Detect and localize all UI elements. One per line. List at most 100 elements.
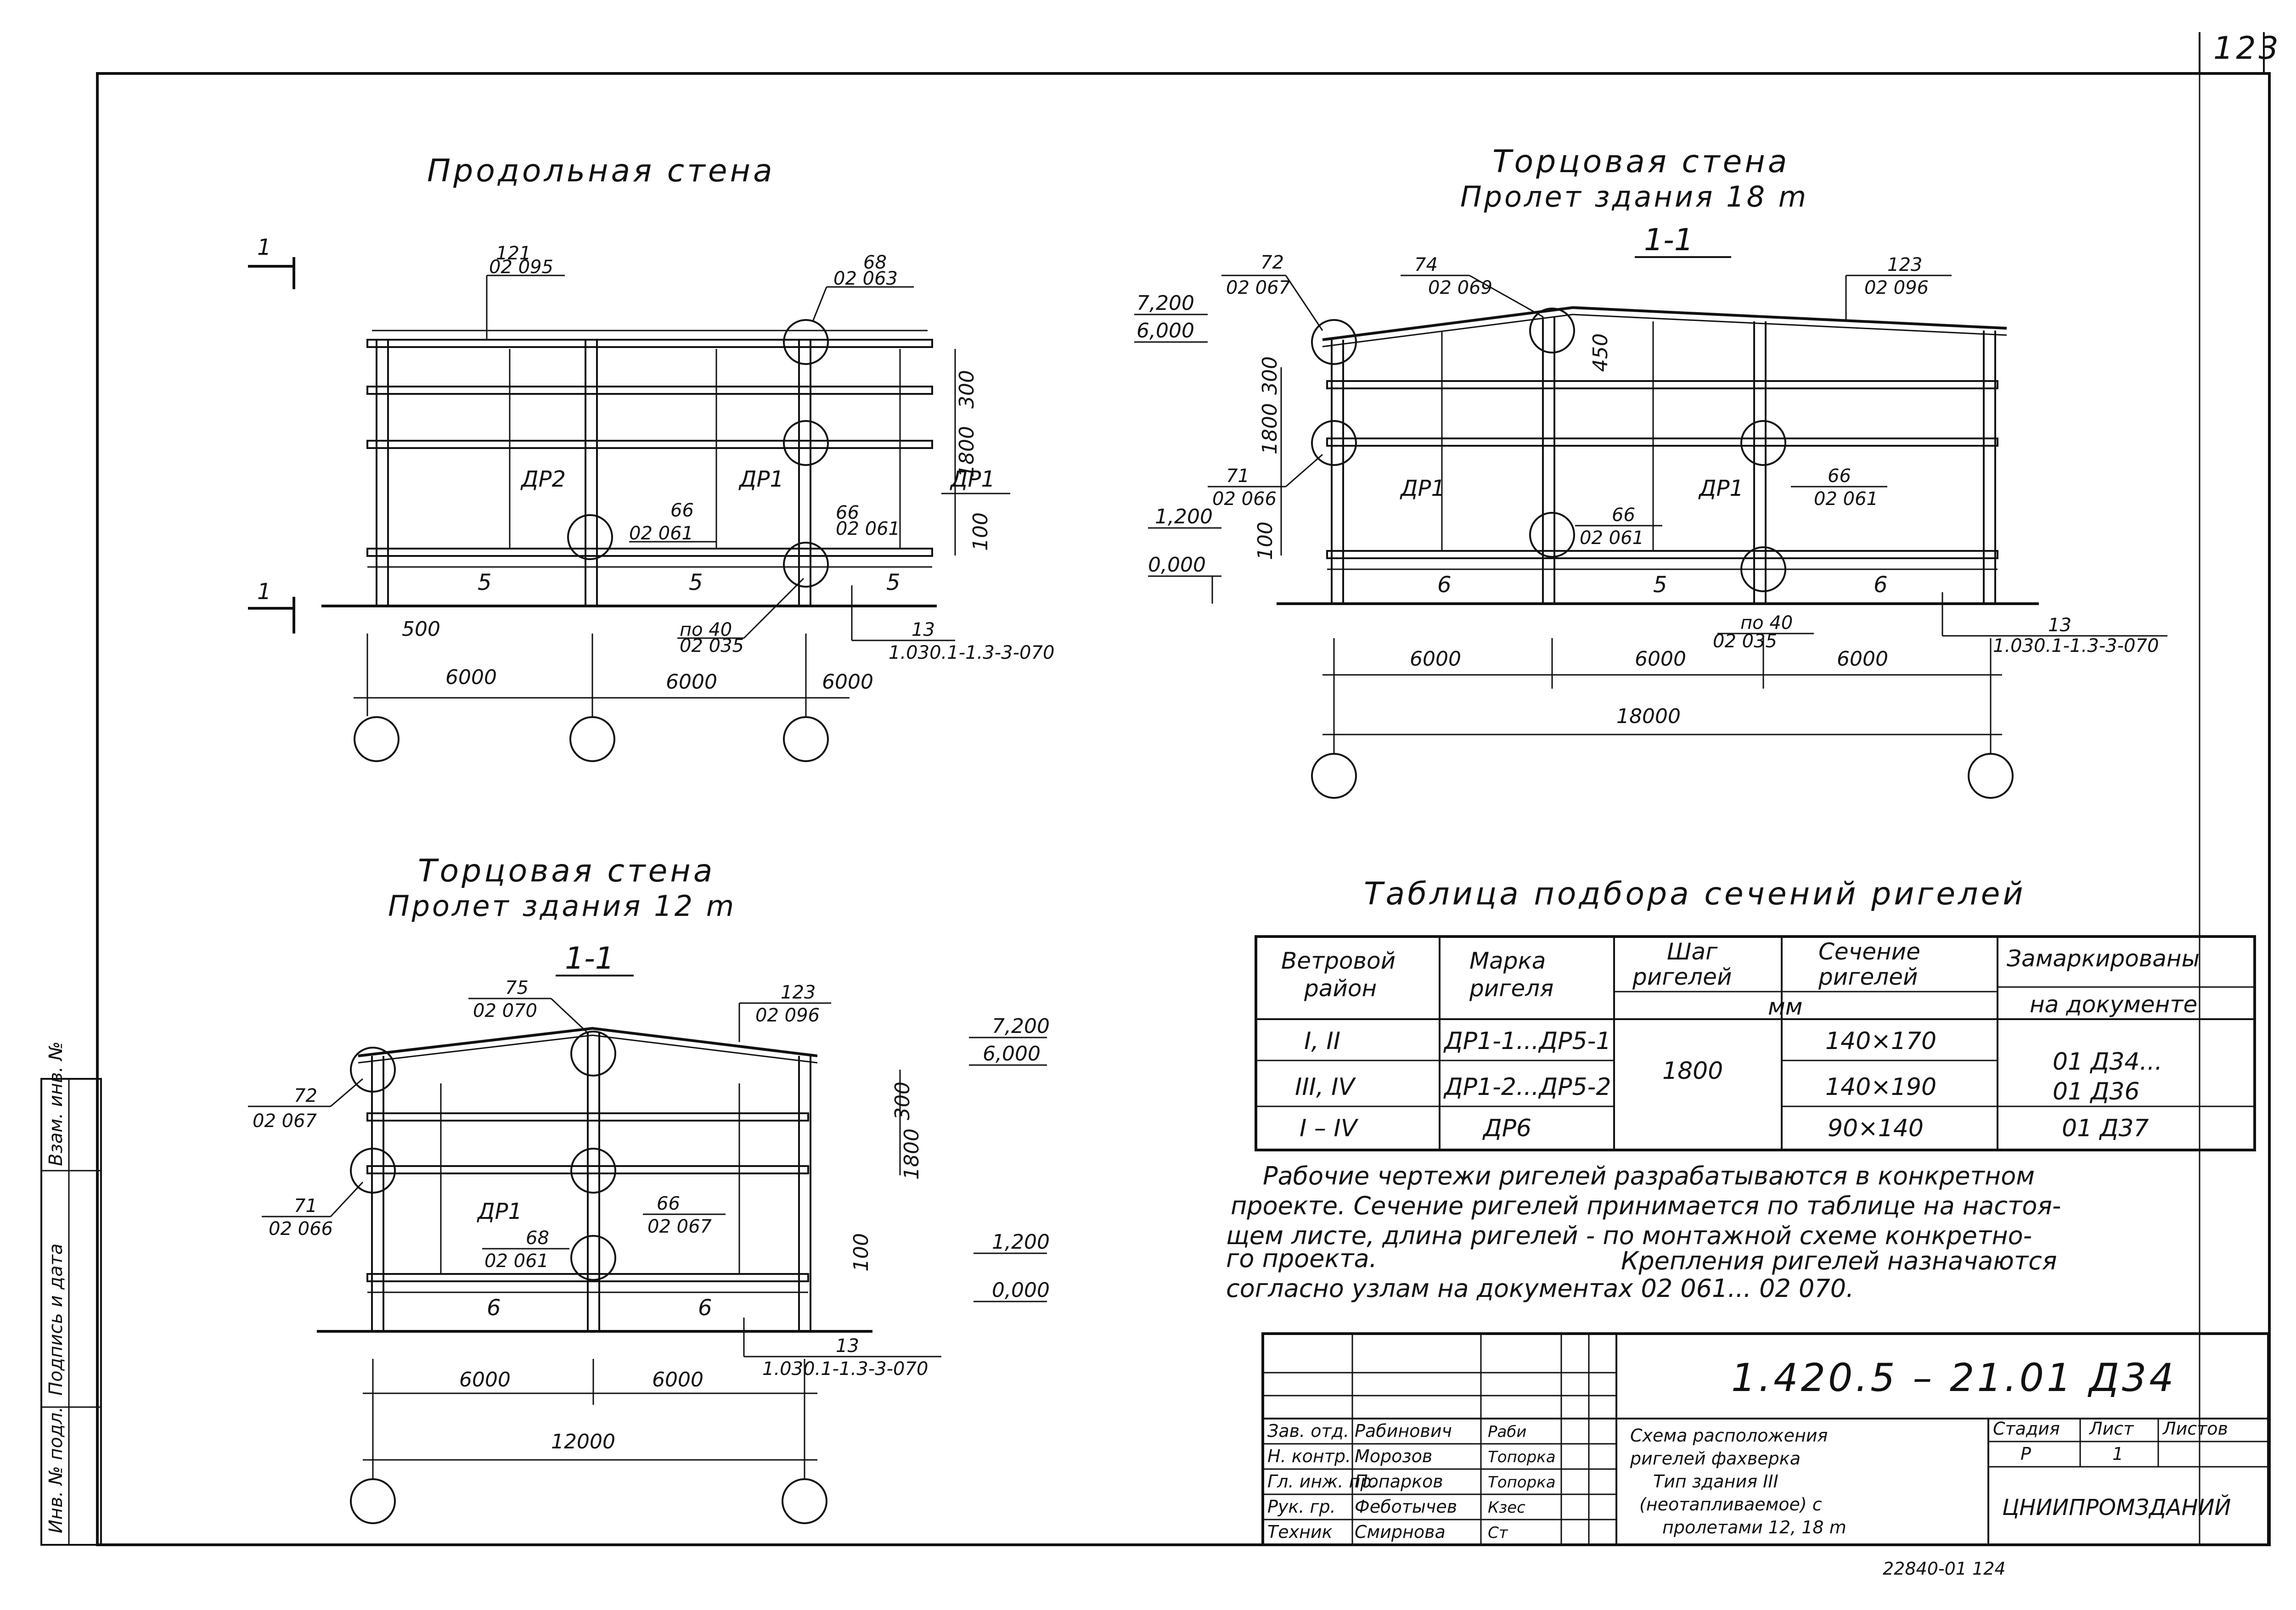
section-mark-top: 1 <box>257 235 271 260</box>
callout-top: 66 <box>670 500 694 521</box>
sheet-value: 1 <box>2112 1444 2123 1464</box>
dim-6000: 6000 <box>1837 647 1888 671</box>
dim-12000: 12000 <box>551 1430 615 1453</box>
node-circle <box>783 542 829 588</box>
sheet-header: Лист <box>2088 1419 2134 1439</box>
bay-count: 6 <box>1874 572 1888 598</box>
axis-bubble <box>782 1478 827 1524</box>
role: Зав. отд. <box>1267 1421 1349 1441</box>
callout-bottom: 02 066 <box>269 1218 333 1240</box>
callout-bottom: 1.030.1-1.3-3-070 <box>889 642 1054 663</box>
role: Техник <box>1267 1522 1333 1542</box>
sheet-frame <box>96 72 2271 1546</box>
doc-value: 01 Д37 <box>2062 1115 2149 1142</box>
callout-bottom: 02 061 <box>1580 527 1644 549</box>
dim-500: 500 <box>402 617 440 641</box>
bay-count: 5 <box>689 570 703 595</box>
person-name: Попарков <box>1355 1471 1443 1492</box>
row-mark: ДР1-2...ДР5-2 <box>1443 1073 1611 1101</box>
row-mark: ДР6 <box>1482 1115 1531 1142</box>
callout-bottom: 02 067 <box>253 1111 317 1132</box>
callout-top: 71 <box>294 1195 317 1217</box>
callout-top: 66 <box>836 502 859 523</box>
person-name: Морозов <box>1355 1446 1432 1466</box>
drawing-end-wall-12: Торцовая стена Пролет здания 12 m 1-1 75… <box>248 853 1050 1524</box>
drawing-end-wall-18: Торцовая стена Пролет здания 18 m 1-1 72… <box>1134 144 2167 799</box>
dim-300: 300 <box>1258 356 1282 395</box>
dim-6000: 6000 <box>1635 647 1686 671</box>
row-section: 140×190 <box>1825 1073 1936 1101</box>
dim-1800: 1800 <box>955 426 979 477</box>
callout-top: 123 <box>781 982 816 1003</box>
elevation-mark: 7,200 <box>1137 292 1194 315</box>
drawing-longitudinal-wall: Продольная стена 1 1 121 02 095 68 02 06… <box>248 153 1054 762</box>
callout-bottom: 02 067 <box>1226 277 1291 298</box>
callout-bottom: 02 061 <box>1814 488 1878 510</box>
description-line: пролетами 12, 18 m <box>1662 1517 1846 1537</box>
row-wind: III, IV <box>1295 1073 1356 1101</box>
note-line: Рабочие чертежи ригелей разрабатываются … <box>1263 1161 2035 1190</box>
top-girt <box>366 339 933 348</box>
axis-bubble <box>350 1478 396 1524</box>
dim-6000: 6000 <box>666 670 717 694</box>
callout-top: 123 <box>1887 254 1922 275</box>
bay-count: 6 <box>1437 572 1452 598</box>
end12-section-label: 1-1 <box>565 941 614 976</box>
axis-bubble <box>1311 753 1357 799</box>
table-title: Таблица подбора сечений ригелей <box>1364 876 2026 912</box>
note-line: щем листе, длина ригелей - по монтажной … <box>1226 1221 2032 1250</box>
roof-line <box>358 1027 818 1057</box>
person-name: Смирнова <box>1355 1522 1446 1542</box>
dim-300: 300 <box>955 370 979 409</box>
note-line: го проекта. <box>1226 1244 1377 1273</box>
dim-6000: 6000 <box>822 670 873 694</box>
axis-bubble <box>354 716 400 762</box>
notes: Рабочие чертежи ригелей разрабатываются … <box>1226 1161 2061 1303</box>
th-section-1: Сечение <box>1818 938 1920 965</box>
footer-code: 22840-01 124 <box>1883 1559 2006 1579</box>
callout-bottom: 02 035 <box>1713 631 1777 652</box>
row-section: 140×170 <box>1825 1027 1936 1055</box>
callout-bottom: 02 061 <box>484 1251 549 1272</box>
callout-bottom: 02 095 <box>489 257 553 278</box>
axis-bubble <box>1968 753 2014 799</box>
callout-top: 66 <box>657 1193 680 1214</box>
callout-bottom: 02 061 <box>836 518 900 539</box>
stage-header: Стадия <box>1993 1419 2060 1439</box>
callout-top: 13 <box>912 619 935 640</box>
role: Н. контр. <box>1267 1446 1351 1466</box>
girt <box>366 386 933 395</box>
th-doc-1: Замаркированы <box>2007 945 2200 972</box>
callout-top: 68 <box>526 1228 549 1249</box>
signature: Ст <box>1488 1524 1508 1542</box>
sheets-header: Листов <box>2162 1419 2228 1439</box>
side-stamp: Инв. № подл. Подпись и дата Взам. инв. № <box>40 1041 102 1546</box>
callout-bottom: 02 063 <box>833 268 898 289</box>
note-line: Крепления ригелей назначаются <box>1621 1246 2057 1275</box>
callout-bottom: 02 061 <box>629 523 693 544</box>
dim-450: 450 <box>1589 333 1612 372</box>
callout-top: 72 <box>1261 252 1284 273</box>
dim-300: 300 <box>891 1082 914 1120</box>
callout-top: по 40 <box>1740 612 1793 634</box>
callout-top: 71 <box>1226 466 1249 487</box>
callout-top: 121 <box>496 243 531 264</box>
callout-bottom: 1.030.1-1.3-3-070 <box>762 1358 928 1380</box>
beam-label: ДР1 <box>950 466 995 492</box>
signature: Топорка <box>1488 1473 1556 1492</box>
dim-18000: 18000 <box>1616 705 1681 728</box>
step-value: 1800 <box>1662 1057 1723 1085</box>
dim-100: 100 <box>850 1233 873 1272</box>
side-stamp-sign: Подпись и дата <box>45 1244 67 1396</box>
callout-bottom: 1.030.1-1.3-3-070 <box>1993 635 2159 656</box>
beam-label: ДР1 <box>1698 476 1744 501</box>
end18-subtitle: Пролет здания 18 m <box>1460 180 1808 213</box>
elevation-mark: 7,200 <box>992 1015 1050 1038</box>
callout-top: 66 <box>1612 505 1635 526</box>
th-section-2: ригелей <box>1818 964 1918 990</box>
node-circle <box>567 514 613 560</box>
callout-bottom: 02 069 <box>1428 277 1492 298</box>
dim-6000: 6000 <box>1410 647 1461 671</box>
dim-1800: 1800 <box>1258 403 1282 454</box>
girt <box>366 440 933 449</box>
